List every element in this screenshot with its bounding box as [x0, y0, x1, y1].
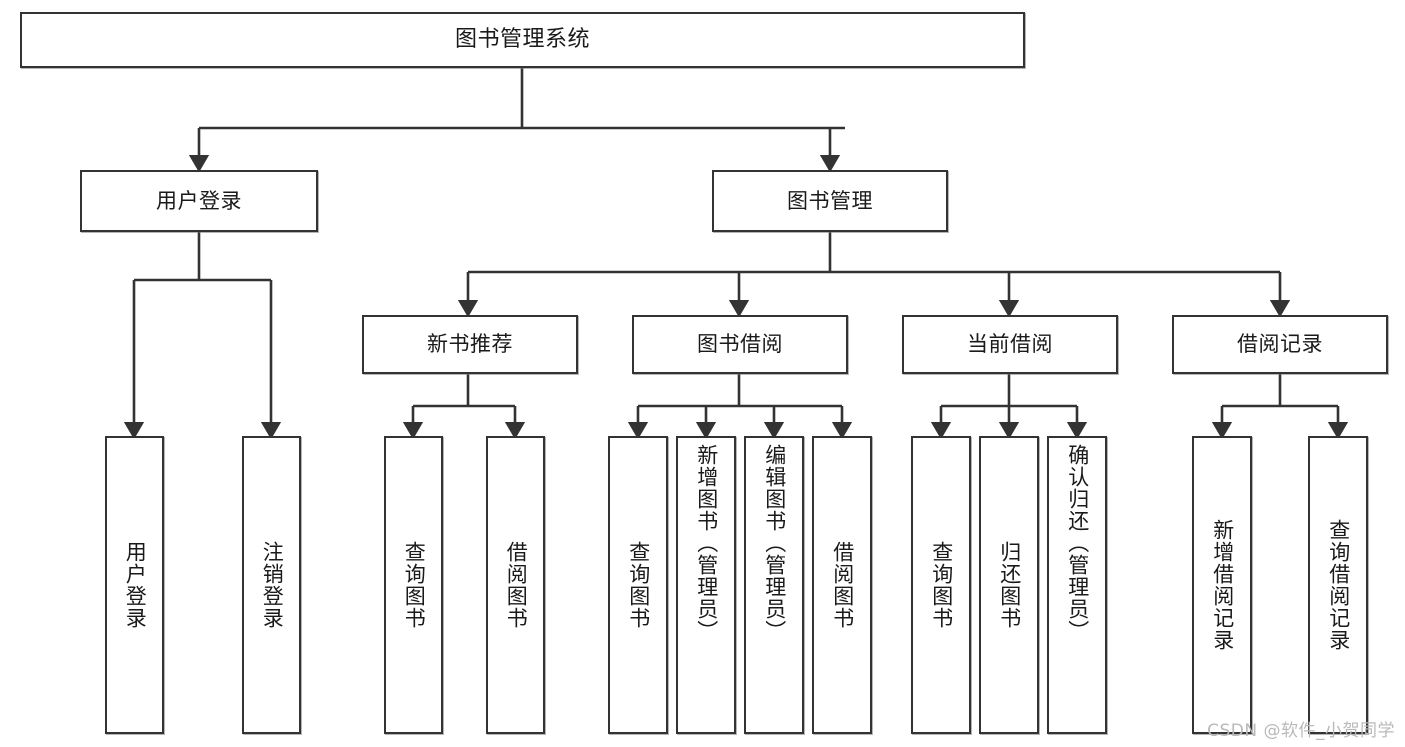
csdn-watermark: CSDN @软件_小贺同学	[1207, 721, 1395, 741]
node-leaf-add-borrow-record[interactable]: 新增借阅记录	[1192, 436, 1252, 734]
node-label: 查询图书	[929, 541, 954, 629]
node-label: 查询借阅记录	[1326, 519, 1351, 651]
node-label: 新书推荐	[427, 332, 513, 357]
node-root-book-management-system[interactable]: 图书管理系统	[20, 12, 1025, 68]
node-user-login[interactable]: 用户登录	[80, 170, 318, 232]
node-leaf-return-book[interactable]: 归还图书	[979, 436, 1039, 734]
node-label: 新增借阅记录	[1210, 519, 1235, 651]
node-leaf-query-book-current[interactable]: 查询图书	[911, 436, 971, 734]
node-leaf-user-login[interactable]: 用户登录	[105, 436, 164, 734]
node-leaf-borrow-book-new-rec[interactable]: 借阅图书	[486, 436, 545, 734]
node-leaf-query-borrow-record[interactable]: 查询借阅记录	[1308, 436, 1368, 734]
node-label: 借阅图书	[504, 541, 529, 629]
node-label: 注销登录	[260, 541, 285, 629]
node-label: 编辑图书（管理员）	[762, 444, 787, 642]
node-borrowing-record[interactable]: 借阅记录	[1172, 315, 1388, 374]
node-leaf-query-book-new-rec[interactable]: 查询图书	[384, 436, 443, 734]
node-leaf-confirm-return-admin[interactable]: 确认归还（管理员）	[1047, 436, 1107, 734]
node-label: 用户登录	[156, 188, 242, 213]
node-label: 确认归还（管理员）	[1065, 444, 1090, 642]
node-label: 借阅图书	[830, 541, 855, 629]
node-current-borrowing[interactable]: 当前借阅	[902, 315, 1118, 374]
node-leaf-edit-book-admin[interactable]: 编辑图书（管理员）	[744, 436, 804, 734]
node-label: 图书借阅	[697, 332, 783, 357]
node-label: 图书管理	[787, 188, 873, 213]
node-label: 当前借阅	[967, 332, 1053, 357]
node-leaf-logout[interactable]: 注销登录	[242, 436, 301, 734]
node-label: 新增图书（管理员）	[694, 444, 719, 642]
node-book-borrowing[interactable]: 图书借阅	[632, 315, 848, 374]
node-leaf-add-book-admin[interactable]: 新增图书（管理员）	[676, 436, 736, 734]
node-leaf-query-book-borrow[interactable]: 查询图书	[608, 436, 668, 734]
node-new-book-recommendation[interactable]: 新书推荐	[362, 315, 578, 374]
node-leaf-borrow-book-borrow[interactable]: 借阅图书	[812, 436, 872, 734]
node-book-management[interactable]: 图书管理	[712, 170, 948, 232]
node-label: 图书管理系统	[454, 27, 590, 53]
node-label: 用户登录	[123, 541, 148, 629]
node-label: 归还图书	[997, 541, 1022, 629]
node-label: 查询图书	[402, 541, 427, 629]
node-label: 查询图书	[626, 541, 651, 629]
node-label: 借阅记录	[1237, 332, 1323, 357]
